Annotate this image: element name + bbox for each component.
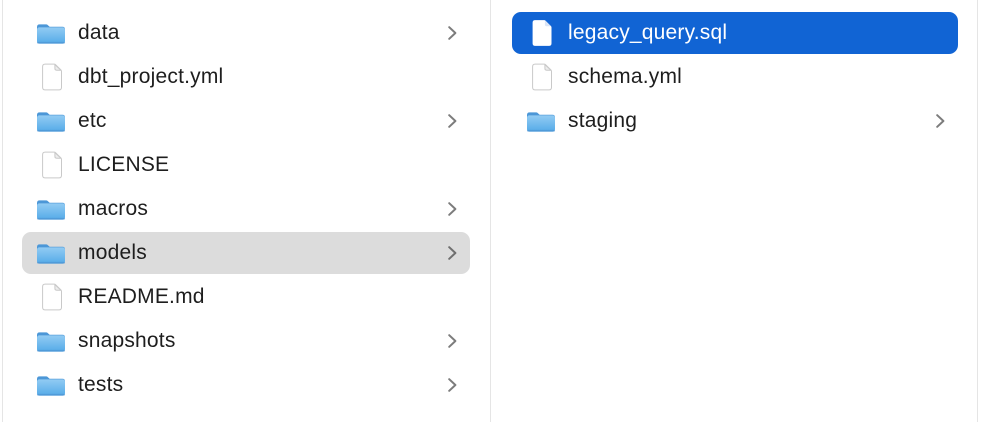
column-divider-left [2, 0, 3, 422]
document-icon [526, 62, 556, 92]
folder-icon [36, 238, 66, 268]
folder-icon [36, 370, 66, 400]
document-icon [36, 282, 66, 312]
file-row-tests[interactable]: tests [22, 364, 470, 406]
chevron-right-icon [447, 201, 458, 217]
folder-icon [36, 18, 66, 48]
chevron-right-icon [447, 113, 458, 129]
file-list-right: legacy_query.sql schema.yml staging [491, 0, 977, 142]
folder-icon [36, 326, 66, 356]
folder-icon [36, 194, 66, 224]
file-row-readme-md[interactable]: README.md [22, 276, 470, 318]
column-models-folder[interactable]: legacy_query.sql schema.yml staging [491, 0, 977, 422]
file-label: LICENSE [78, 153, 170, 176]
file-label: tests [78, 373, 124, 396]
file-label: snapshots [78, 329, 176, 352]
file-label: dbt_project.yml [78, 65, 224, 88]
file-label: models [78, 241, 147, 264]
file-row-models[interactable]: models [22, 232, 470, 274]
file-row-legacy-query-sql[interactable]: legacy_query.sql [512, 12, 958, 54]
file-row-data[interactable]: data [22, 12, 470, 54]
document-icon [36, 62, 66, 92]
file-label: README.md [78, 285, 205, 308]
chevron-right-icon [447, 333, 458, 349]
document-icon [526, 18, 556, 48]
folder-icon [526, 106, 556, 136]
column-parent-folder[interactable]: data dbt_project.yml etc LICENSE macros … [0, 0, 490, 422]
file-label: data [78, 21, 120, 44]
file-label: schema.yml [568, 65, 683, 88]
file-label: legacy_query.sql [568, 21, 728, 44]
document-icon [36, 150, 66, 180]
file-row-snapshots[interactable]: snapshots [22, 320, 470, 362]
file-label: staging [568, 109, 638, 132]
file-label: etc [78, 109, 107, 132]
file-row-macros[interactable]: macros [22, 188, 470, 230]
chevron-right-icon [447, 25, 458, 41]
chevron-right-icon [935, 113, 946, 129]
chevron-right-icon [447, 245, 458, 261]
column-divider-middle [490, 0, 491, 422]
column-divider-right [977, 0, 978, 422]
file-row-schema-yml[interactable]: schema.yml [512, 56, 958, 98]
file-row-staging[interactable]: staging [512, 100, 958, 142]
file-label: macros [78, 197, 149, 220]
folder-icon [36, 106, 66, 136]
file-row-etc[interactable]: etc [22, 100, 470, 142]
file-row-license[interactable]: LICENSE [22, 144, 470, 186]
chevron-right-icon [447, 377, 458, 393]
file-list-left: data dbt_project.yml etc LICENSE macros … [0, 0, 490, 406]
file-row-dbt-project-yml[interactable]: dbt_project.yml [22, 56, 470, 98]
